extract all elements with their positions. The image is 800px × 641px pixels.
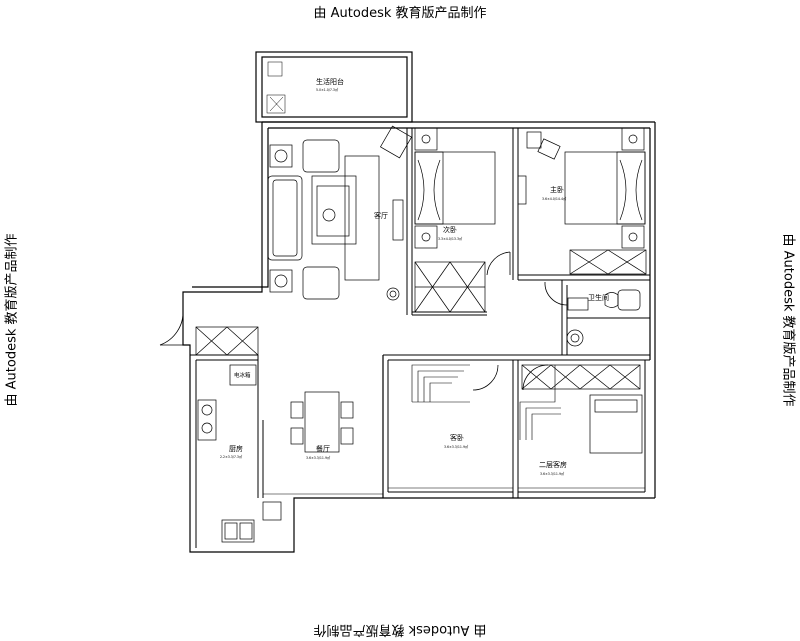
windows [263, 487, 645, 495]
sub-balcony: 5.0×1.0/7.3㎡ [316, 87, 339, 92]
master-bedroom-furniture [517, 127, 647, 275]
label-guest: 客卧 [450, 433, 464, 442]
dining-furniture [290, 391, 354, 453]
stairs [411, 364, 561, 440]
sub-master-bedroom: 3.6×4.0/14.4㎡ [542, 196, 567, 201]
label-balcony: 生活阳台 [316, 77, 344, 86]
living-furniture [267, 125, 413, 301]
exterior-walls [182, 51, 656, 553]
watermark-top: 由 Autodesk 教育版产品制作 [313, 6, 487, 21]
label-upper-guest: 二层客房 [539, 460, 567, 469]
label-living: 客厅 [374, 211, 388, 220]
second-bedroom-furniture [414, 127, 496, 313]
sub-dining: 3.6×3.3/11.9㎡ [306, 455, 331, 460]
sub-second-bedroom: 3.3×4.0/13.3㎡ [438, 236, 463, 241]
doors [159, 251, 568, 391]
upper-guest-furniture [521, 364, 643, 454]
balcony-details [266, 61, 286, 114]
label-dining: 餐厅 [316, 444, 330, 453]
interior-walls [190, 128, 650, 548]
sub-kitchen: 2.2×3.3/7.3㎡ [220, 454, 243, 459]
label-master-bedroom: 主卧 [550, 185, 564, 194]
sub-guest: 3.6×3.3/11.9㎡ [444, 444, 469, 449]
label-kitchen: 厨房 [229, 444, 243, 453]
sub-upper-guest: 3.6×3.3/11.9㎡ [540, 471, 565, 476]
label-second-bedroom: 次卧 [443, 225, 457, 234]
label-bathroom: 卫生间 [588, 293, 609, 302]
bathroom-fixtures [566, 289, 641, 347]
kitchen-fixtures [195, 326, 282, 543]
room-labels: 生活阳台 5.0×1.0/7.3㎡ 客厅 次卧 3.3×4.0/13.3㎡ 主卧… [220, 77, 609, 476]
label-fridge: 电冰箱 [234, 371, 251, 379]
